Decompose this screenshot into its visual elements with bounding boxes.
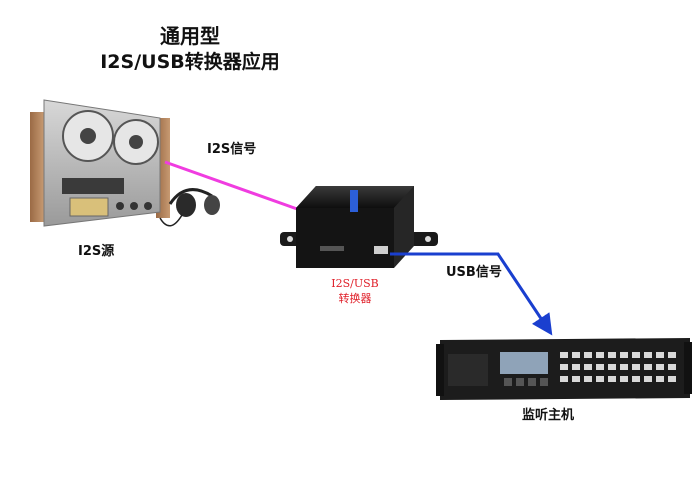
converter-box-icon: [280, 186, 438, 268]
converter-label-line2: 转换器: [338, 292, 372, 305]
diagram-title-line2: I2S/USB转换器应用: [100, 51, 280, 73]
diagram-title-line1: 通用型: [160, 24, 220, 48]
usb-signal-label: USB信号: [446, 265, 502, 280]
converter-label: I2S/USB 转换器: [320, 276, 390, 306]
i2s-source-label: I2S源: [78, 244, 115, 259]
headphones-icon: [159, 188, 220, 227]
host-label: 监听主机: [522, 408, 575, 423]
i2s-signal-label: I2S信号: [207, 142, 257, 157]
converter-label-line1: I2S/USB: [331, 277, 379, 290]
monitoring-host-icon: [436, 338, 692, 400]
reel-tape-recorder-icon: [30, 99, 170, 227]
usb-signal-line: [390, 252, 553, 336]
